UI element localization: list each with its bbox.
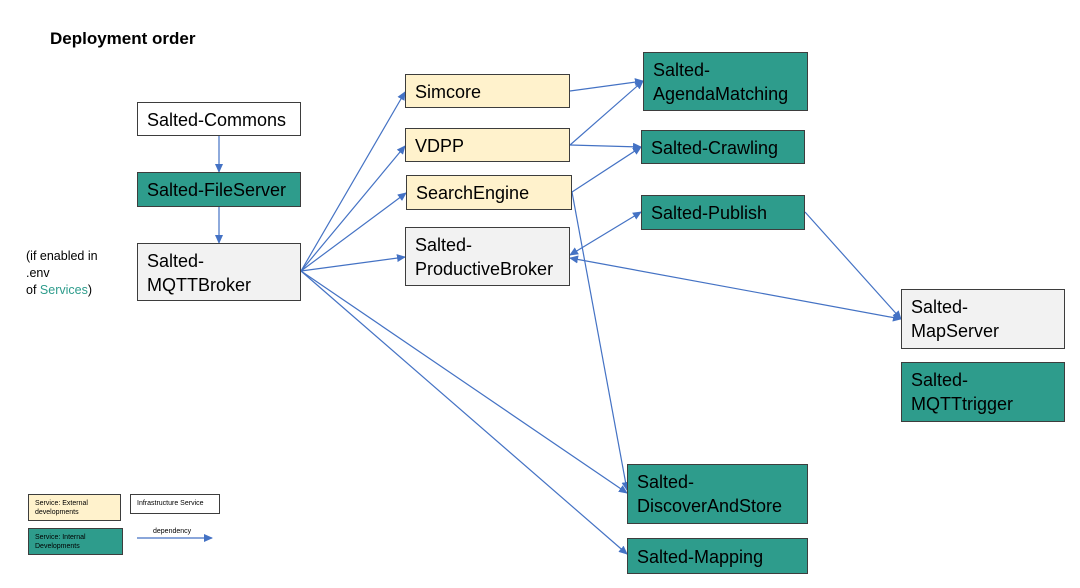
arrow-productivebroker-to-mapserver [569,255,902,322]
mqtt-enabled-note: (if enabled in .env of Services) [26,249,98,297]
arrow-productivebroker-to-publish [569,211,642,256]
services-link[interactable]: Services [39,283,88,297]
arrow-searchengine-to-crawling [571,146,642,193]
arrow-mqttbroker-to-simcore [300,91,406,272]
node-salted-mapping: Salted-Mapping [627,538,808,574]
legend-dependency-label: dependency [153,528,192,535]
node-vdpp: VDPP [405,128,570,162]
legend-internal-service: Service: Internal Developments [28,528,123,555]
arrow-mqttbroker-to-discoverandstore [300,270,628,494]
node-simcore: Simcore [405,74,570,108]
arrow-vdpp-to-agendamatching [569,80,644,146]
legend-external-service: Service: External developments [28,494,121,521]
node-salted-commons: Salted-Commons [137,102,301,136]
arrow-mqttbroker-to-productivebroker [300,254,406,272]
arrow-mqttbroker-to-mapping [300,270,628,555]
node-salted-publish: Salted-Publish [641,195,805,230]
node-salted-mapserver: Salted- MapServer [901,289,1065,349]
node-salted-crawling: Salted-Crawling [641,130,805,164]
legend-infrastructure-service: Infrastructure Service [130,494,220,514]
arrow-mqttbroker-to-vdpp [300,145,406,272]
arrow-publish-to-mapserver [804,211,902,320]
arrow-mqttbroker-to-searchengine [300,192,407,272]
diagram-title: Deployment order [50,29,196,48]
node-searchengine: SearchEngine [406,175,572,210]
node-salted-fileserver: Salted-FileServer [137,172,301,207]
node-salted-agendamatching: Salted- AgendaMatching [643,52,808,111]
node-salted-mqttbroker: Salted- MQTTBroker [137,243,301,301]
node-salted-discoverandstore: Salted- DiscoverAndStore [627,464,808,524]
arrow-vdpp-to-crawling [569,142,642,151]
node-salted-mqtttrigger: Salted- MQTTtrigger [901,362,1065,422]
node-salted-productivebroker: Salted- ProductiveBroker [405,227,570,286]
arrow-simcore-to-agendamatching [569,78,644,92]
